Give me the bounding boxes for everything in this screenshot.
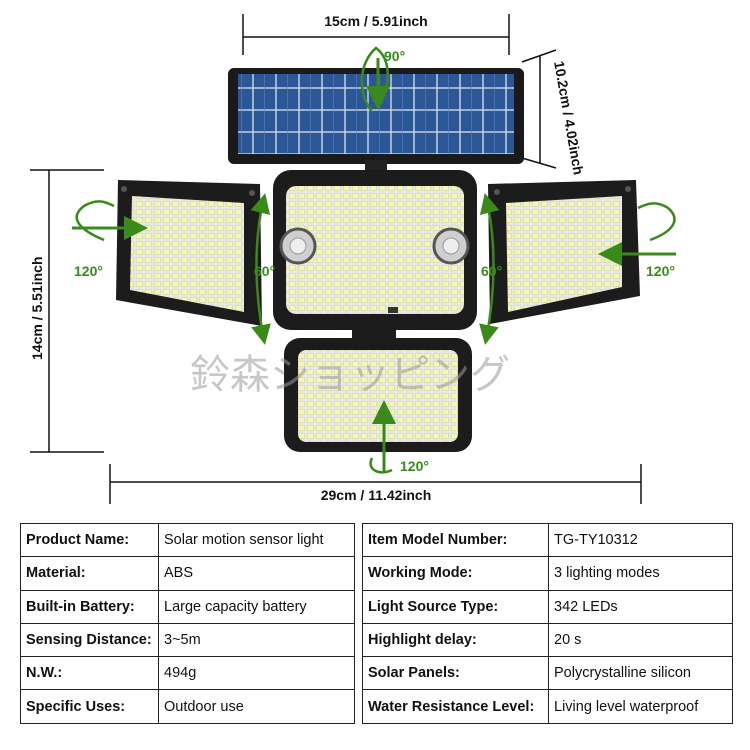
spec-label: Product Name: [20,522,159,558]
spec-value: Polycrystalline silicon [548,656,733,691]
spec-label: Built-in Battery: [20,589,159,624]
spec-value: 20 s [548,622,733,658]
left-light-head [116,180,262,326]
bottom-light-head [284,327,472,452]
spec-value: 3 lighting modes [548,556,733,591]
left-rotation-label: 120° [74,263,103,279]
dimension-total-width: 29cm / 11.42inch [109,464,642,504]
table-row: Material: ABS [20,556,355,591]
watermark-text: 鈴森ショッピング [190,352,510,398]
spec-label: N.W.: [20,656,159,691]
right-rotation-indicator: 120° [598,202,676,279]
table-row: N.W.: 494g [20,656,355,691]
table-row: Solar Panels: Polycrystalline silicon [362,656,733,691]
spec-value: 494g [158,656,355,691]
table-row: Light Source Type: 342 LEDs [362,589,733,624]
spec-value: Solar motion sensor light [158,522,355,558]
table-row: Highlight delay: 20 s [362,622,733,658]
total-width-label: 29cm / 11.42inch [321,487,432,503]
spec-label: Solar Panels: [362,656,549,691]
left-rotation-indicator: 120° [72,200,148,279]
spec-value: 342 LEDs [548,589,733,624]
left-hinge-indicator: 60° [250,193,275,345]
spec-label: Sensing Distance: [20,622,159,658]
right-hinge-indicator: 60° [479,193,502,345]
table-row: Product Name: Solar motion sensor light [20,522,355,558]
center-light-head [273,170,477,330]
spec-value: Large capacity battery [158,589,355,624]
table-row: Working Mode: 3 lighting modes [362,556,733,591]
dimension-solar-width: 15cm / 5.91inch [242,13,510,55]
spec-value: ABS [158,556,355,591]
spec-value: TG-TY10312 [548,522,733,558]
dimension-lamp-height: 14cm / 5.51inch [29,169,104,453]
solar-height-label: 10.2cm / 4.02inch [551,60,587,176]
spec-value: 3~5m [158,622,355,658]
table-row: Water Resistance Level: Living level wat… [362,689,733,724]
solar-tilt-label: 90° [384,48,405,64]
left-hinge-label: 60° [254,263,275,279]
spec-label: Material: [20,556,159,591]
spec-label: Item Model Number: [362,522,549,558]
spec-label: Water Resistance Level: [362,689,549,724]
lamp-height-label: 14cm / 5.51inch [29,256,45,360]
spec-value: Outdoor use [158,689,355,724]
right-hinge-label: 60° [481,263,502,279]
right-light-head [488,180,640,324]
table-row: Sensing Distance: 3~5m [20,622,355,658]
product-diagram: 15cm / 5.91inch 10.2cm / 4.02inch 14cm /… [29,13,676,504]
spec-label: Highlight delay: [362,622,549,658]
spec-value: Living level waterproof [548,689,733,724]
right-rotation-label: 120° [646,263,675,279]
table-row: Item Model Number: TG-TY10312 [362,522,733,558]
bottom-rotation-label: 120° [400,458,429,474]
table-row: Built-in Battery: Large capacity battery [20,589,355,624]
spec-label: Specific Uses: [20,689,159,724]
solar-panel [228,68,524,174]
solar-tilt-indicator: 90° [360,46,405,113]
spec-label: Light Source Type: [362,589,549,624]
spec-table-left: Product Name: Solar motion sensor light … [20,522,355,724]
table-row: Specific Uses: Outdoor use [20,689,355,724]
dimension-solar-height: 10.2cm / 4.02inch [521,49,587,176]
spec-table-right: Item Model Number: TG-TY10312 Working Mo… [362,522,733,724]
bottom-rotation-indicator: 120° [369,400,429,474]
spec-label: Working Mode: [362,556,549,591]
solar-width-label: 15cm / 5.91inch [324,13,428,29]
